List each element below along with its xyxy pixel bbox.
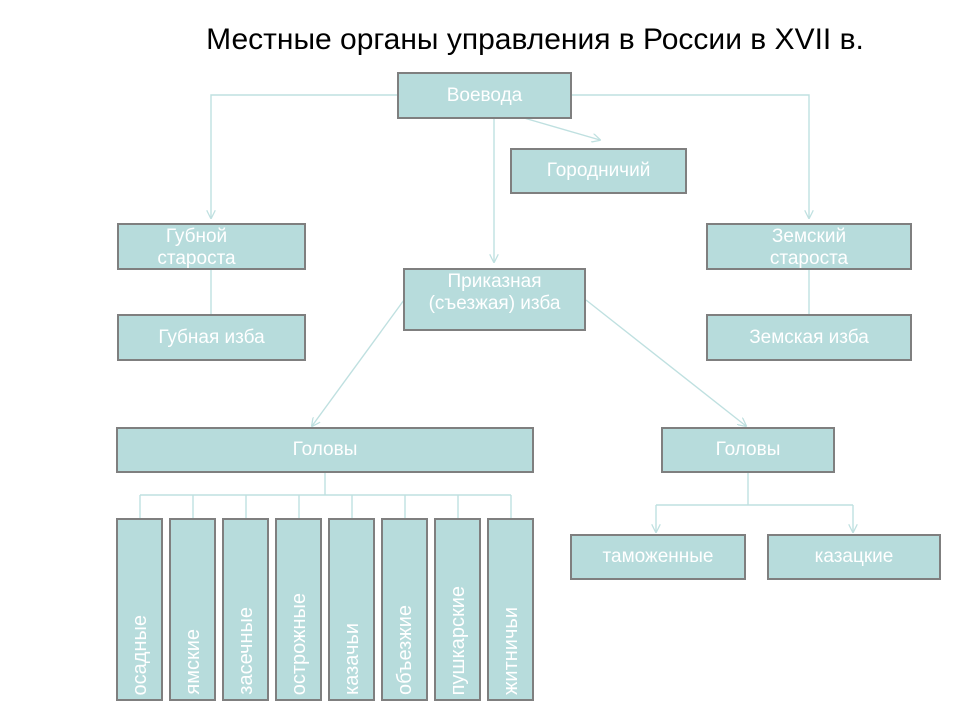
node-gubnoy-starosta: Губной староста — [117, 223, 306, 270]
node-heads-obezzhie: объезжие — [381, 518, 428, 701]
page-title: Местные органы управления в России в XVI… — [206, 23, 864, 56]
heads-label: житничьи — [499, 607, 522, 695]
node-heads-osadnye: осадные — [116, 518, 163, 701]
node-heads-ostrozhnye: острожные — [275, 518, 322, 701]
node-tamozhennye: таможенные — [570, 534, 746, 580]
heads-label: казачьи — [340, 623, 363, 695]
link-voevoda-gorodnichiy — [523, 117, 600, 140]
heads-label: ямские — [181, 629, 204, 695]
link-voevoda-zemskiy — [571, 94, 809, 218]
heads-label: объезжие — [393, 605, 416, 695]
node-heads-zasechnye: засечные — [222, 518, 269, 701]
node-voevoda: Воевода — [397, 72, 572, 119]
node-heads-yamskie: ямские — [169, 518, 216, 701]
heads-label: осадные — [128, 614, 151, 695]
node-zemskiy-starosta: Земский староста — [706, 223, 912, 270]
link-voevoda-gubnoy — [211, 94, 398, 218]
node-prikaznaya-izba: Приказная (съезжая) изба — [403, 268, 586, 331]
node-zemskaya-izba: Земская изба — [706, 314, 912, 361]
link-prikaznaya-golovy-right — [585, 299, 746, 426]
node-gubnaya-izba: Губная изба — [117, 314, 306, 361]
node-heads-zhitnichi: житничьи — [487, 518, 534, 701]
heads-label: засечные — [234, 607, 257, 695]
node-heads-pushkarskie: пушкарские — [434, 518, 481, 701]
heads-label: острожные — [287, 592, 310, 695]
link-prikaznaya-golovy-left — [312, 299, 405, 426]
node-heads-kazachi: казачьи — [328, 518, 375, 701]
node-gorodnichiy: Городничий — [510, 148, 687, 194]
node-golovy-right: Головы — [661, 427, 835, 473]
node-golovy-left: Головы — [116, 427, 534, 473]
node-kazatskie: казацкие — [767, 534, 941, 580]
heads-label: пушкарские — [446, 585, 469, 695]
